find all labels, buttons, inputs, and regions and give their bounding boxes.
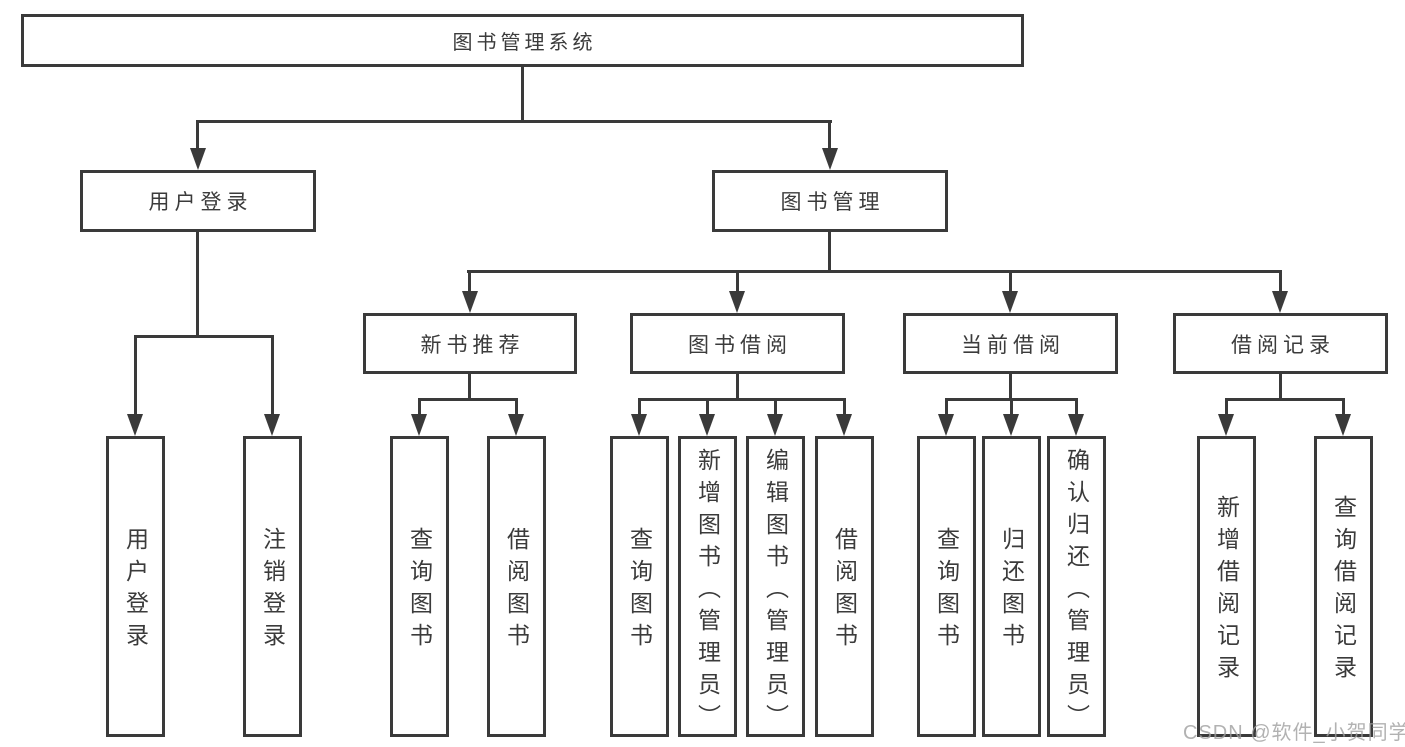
connector-vline bbox=[1279, 374, 1282, 398]
connector-vline bbox=[515, 398, 518, 414]
connector-vline bbox=[196, 232, 199, 335]
connector-vline bbox=[1342, 398, 1345, 414]
connector-vline bbox=[736, 374, 739, 398]
csdn-watermark: CSDN @软件_小贺同学 bbox=[1183, 722, 1405, 744]
node-book-borrowing: 图书借阅 bbox=[630, 313, 845, 374]
connector-hline bbox=[1225, 398, 1345, 401]
leaf-query-books-borrowing: 查询图书 bbox=[610, 436, 669, 737]
arrow-down-icon bbox=[508, 414, 524, 436]
connector-vline bbox=[468, 270, 471, 291]
node-new-book-recommend: 新书推荐 bbox=[363, 313, 577, 374]
arrow-down-icon bbox=[264, 414, 280, 436]
leaf-logout: 注销登录 bbox=[243, 436, 302, 737]
arrow-down-icon bbox=[1003, 414, 1019, 436]
connector-vline bbox=[196, 120, 199, 148]
connector-vline bbox=[271, 335, 274, 414]
leaf-borrow-books: 借阅图书 bbox=[815, 436, 874, 737]
arrow-down-icon bbox=[767, 414, 783, 436]
connector-vline bbox=[521, 67, 524, 120]
node-user-login: 用户登录 bbox=[80, 170, 316, 232]
node-current-borrowing: 当前借阅 bbox=[903, 313, 1118, 374]
connector-vline bbox=[638, 398, 641, 414]
connector-vline bbox=[1009, 374, 1012, 398]
connector-vline bbox=[134, 335, 137, 414]
connector-vline bbox=[1075, 398, 1078, 414]
arrow-down-icon bbox=[699, 414, 715, 436]
connector-vline bbox=[774, 398, 777, 414]
connector-vline bbox=[468, 374, 471, 398]
leaf-return-books: 归还图书 bbox=[982, 436, 1041, 737]
connector-hline bbox=[134, 335, 274, 338]
leaf-add-borrow-record: 新增借阅记录 bbox=[1197, 436, 1256, 737]
arrow-down-icon bbox=[1335, 414, 1351, 436]
arrow-down-icon bbox=[1272, 291, 1288, 313]
connector-vline bbox=[945, 398, 948, 414]
leaf-user-login: 用户登录 bbox=[106, 436, 165, 737]
connector-vline bbox=[828, 232, 831, 270]
leaf-query-borrow-record: 查询借阅记录 bbox=[1314, 436, 1373, 737]
leaf-query-books-recommend: 查询图书 bbox=[390, 436, 449, 737]
connector-hline bbox=[467, 270, 1281, 273]
leaf-confirm-return-admin: 确认归还（管理员） bbox=[1047, 436, 1106, 737]
arrow-down-icon bbox=[822, 148, 838, 170]
connector-vline bbox=[1279, 270, 1282, 291]
connector-hline bbox=[418, 398, 518, 401]
leaf-borrow-books-recommend: 借阅图书 bbox=[487, 436, 546, 737]
leaf-query-books-current: 查询图书 bbox=[917, 436, 976, 737]
connector-vline bbox=[706, 398, 709, 414]
leaf-add-book-admin: 新增图书（管理员） bbox=[678, 436, 737, 737]
arrow-down-icon bbox=[1068, 414, 1084, 436]
connector-vline bbox=[843, 398, 846, 414]
connector-vline bbox=[1010, 398, 1013, 414]
arrow-down-icon bbox=[631, 414, 647, 436]
arrow-down-icon bbox=[190, 148, 206, 170]
connector-hline bbox=[196, 120, 832, 123]
leaf-edit-book-admin: 编辑图书（管理员） bbox=[746, 436, 805, 737]
node-borrowing-records: 借阅记录 bbox=[1173, 313, 1388, 374]
arrow-down-icon bbox=[729, 291, 745, 313]
node-book-management: 图书管理 bbox=[712, 170, 948, 232]
connector-vline bbox=[1225, 398, 1228, 414]
arrow-down-icon bbox=[127, 414, 143, 436]
connector-vline bbox=[1009, 270, 1012, 291]
arrow-down-icon bbox=[1218, 414, 1234, 436]
connector-vline bbox=[736, 270, 739, 291]
arrow-down-icon bbox=[411, 414, 427, 436]
arrow-down-icon bbox=[462, 291, 478, 313]
connector-vline bbox=[418, 398, 421, 414]
arrow-down-icon bbox=[938, 414, 954, 436]
connector-hline bbox=[638, 398, 846, 401]
arrow-down-icon bbox=[1002, 291, 1018, 313]
connector-vline bbox=[828, 120, 831, 148]
arrow-down-icon bbox=[836, 414, 852, 436]
node-library-management-system: 图书管理系统 bbox=[21, 14, 1024, 67]
